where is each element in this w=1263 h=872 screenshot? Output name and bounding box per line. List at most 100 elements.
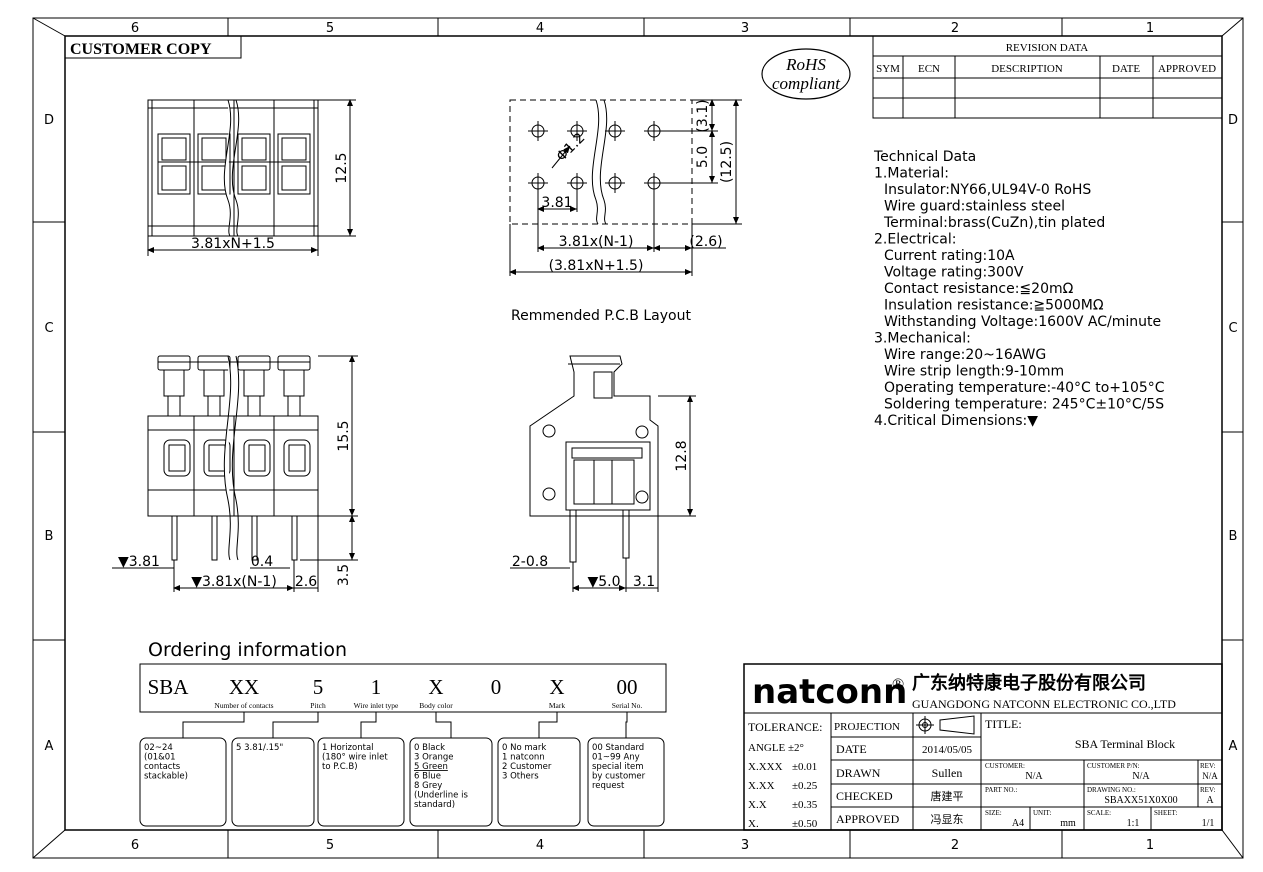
zone-col-label: 4 — [536, 21, 544, 36]
rev-value: N/A — [1202, 771, 1218, 781]
order-option-text: request — [592, 781, 625, 791]
checked-label: CHECKED — [836, 789, 893, 803]
dim-side-208: 2-0.8 — [512, 554, 548, 570]
customer-label: CUSTOMER: — [985, 762, 1025, 770]
revision-header: APPROVED — [1158, 63, 1216, 75]
unit-label: UNIT: — [1033, 809, 1051, 817]
order-option-text: to P.C.B) — [322, 762, 358, 772]
order-option-text: 5 3.81/.15" — [236, 743, 283, 753]
ordering-code-box — [139, 663, 667, 713]
dim-pcb-31: (3.1) — [695, 99, 711, 132]
order-option-text: 5 Green — [414, 762, 448, 772]
part-no-label: PART NO.: — [985, 786, 1017, 794]
customer-copy-box — [64, 35, 242, 59]
drawing-no-label: DRAWING NO.: — [1087, 786, 1136, 794]
tolerance-key: X.XX — [748, 780, 775, 792]
size-value: A4 — [1012, 818, 1024, 829]
date-value: 2014/05/05 — [922, 744, 973, 756]
order-option-text: 0 No mark — [502, 743, 546, 753]
tech-data-line: Insulator:NY66,UL94V-0 RoHS — [884, 182, 1091, 198]
sheet-value: 1/1 — [1202, 818, 1215, 829]
scale-label: SCALE: — [1087, 809, 1111, 817]
order-code-label: Number of contacts — [214, 701, 273, 710]
order-code: 0 — [491, 675, 502, 699]
sheet-label: SHEET: — [1154, 809, 1177, 817]
ordering-title: Ordering information — [148, 639, 347, 661]
tolerance-value: ±0.25 — [792, 780, 818, 792]
top-view — [147, 99, 356, 256]
order-code: 00 — [617, 675, 638, 699]
rohs-badge — [761, 48, 851, 100]
order-option-text: 0 Black — [414, 743, 445, 753]
order-option-text: stackable) — [144, 772, 188, 782]
rev-label: REV: — [1200, 762, 1215, 770]
dim-front-pitch: ▼3.81x(N-1) — [191, 574, 277, 590]
order-option-box — [497, 737, 581, 827]
zone-col-label: 1 — [1146, 21, 1154, 36]
company-name-cn: 广东纳特康电子股份有限公司 — [912, 672, 1146, 694]
tech-data-line: Operating temperature:-40°C to+105°C — [884, 380, 1165, 396]
tech-data-line: Voltage rating:300V — [884, 265, 1024, 281]
zone-row-label: B — [45, 529, 54, 544]
tolerance-value: ±0.50 — [792, 818, 818, 830]
tolerance-value: ±0.35 — [792, 799, 818, 811]
zone-col-label: 3 — [741, 21, 749, 36]
tech-data-line: 4.Critical Dimensions:▼ — [874, 413, 1038, 429]
brand-logo: natconn — [752, 672, 907, 712]
revision-header: ECN — [918, 63, 940, 75]
order-code: 5 — [313, 675, 324, 699]
tolerance-value: ±0.01 — [792, 761, 817, 773]
dim-pcb-50: 5.0 — [695, 146, 711, 168]
front-view — [112, 355, 358, 592]
zone-col-label: 3 — [741, 838, 749, 853]
revision-title: REVISION DATA — [1006, 42, 1089, 54]
order-option-text: 3 Orange — [414, 753, 454, 763]
zone-row-label: A — [45, 739, 54, 754]
tolerance-key: X.X — [748, 799, 767, 811]
rev-value: A — [1206, 795, 1214, 806]
rev-label: REV: — [1200, 786, 1215, 794]
title-label: TITLE: — [985, 717, 1022, 731]
dim-pcb-hole: Φ1.2 — [554, 130, 589, 165]
pcb-layout — [509, 99, 742, 276]
zone-row-label: A — [1229, 739, 1238, 754]
zone-col-label: 2 — [951, 838, 959, 853]
tolerance-key: X.XXX — [748, 761, 783, 773]
order-option-text: 02~24 — [144, 743, 173, 753]
zone-col-label: 6 — [131, 838, 139, 853]
tech-data-line: Soldering temperature: 245°C±10°C/5S — [884, 397, 1164, 413]
zone-col-label: 5 — [326, 838, 334, 853]
order-option-text: contacts — [144, 762, 181, 772]
order-option-box — [587, 737, 665, 827]
order-option-box — [317, 737, 405, 827]
tech-data-line: 3.Mechanical: — [874, 331, 971, 347]
tech-data-line: Withstanding Voltage:1600V AC/minute — [884, 314, 1161, 330]
order-option-text: (Underline is — [414, 791, 468, 801]
dim-front-155: 15.5 — [336, 420, 352, 451]
drawing-title: SBA Terminal Block — [1075, 737, 1175, 751]
zone-row-label: C — [44, 321, 53, 336]
dim-front-04: 0.4 — [251, 554, 273, 570]
revision-header: DESCRIPTION — [991, 63, 1063, 75]
title-block — [743, 663, 1223, 831]
order-leader — [538, 712, 558, 738]
order-code: SBA — [148, 675, 190, 699]
tech-data-line: Current rating:10A — [884, 248, 1015, 264]
approved-label: APPROVED — [836, 812, 900, 826]
dim-top-height: 12.5 — [334, 152, 350, 183]
order-option-text: by customer — [592, 772, 646, 782]
checked-value: 唐建平 — [931, 789, 964, 803]
dim-top-width: 3.81xN+1.5 — [191, 236, 275, 252]
order-leader — [625, 712, 628, 738]
order-option-text: 01~99 Any — [592, 753, 640, 763]
customer-value: N/A — [1025, 771, 1043, 782]
projection-label: PROJECTION — [834, 721, 900, 733]
order-code-label: Serial No. — [612, 701, 643, 710]
zone-row-label: D — [1228, 113, 1238, 128]
tolerance-label: TOLERANCE: — [748, 720, 822, 734]
dim-pcb-26: (2.6) — [689, 234, 722, 250]
dim-front-26: 2.6 — [295, 574, 317, 590]
